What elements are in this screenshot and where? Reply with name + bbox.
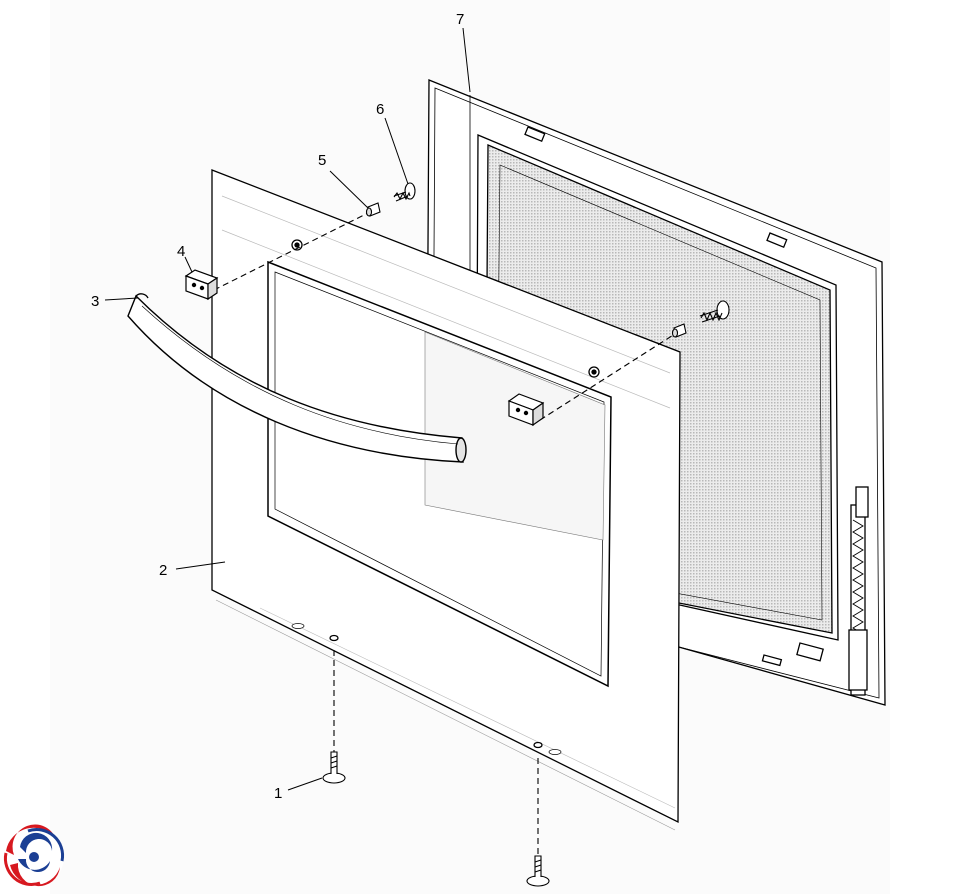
spacer bbox=[365, 202, 381, 217]
handle-bar bbox=[127, 293, 467, 463]
callout-2: 2 bbox=[159, 562, 167, 579]
handle-bracket bbox=[507, 393, 545, 427]
assembly-lines bbox=[213, 211, 679, 860]
callout-1: 1 bbox=[274, 785, 282, 802]
screw bbox=[322, 751, 346, 784]
callouts: 1 2 3 4 5 6 7 bbox=[91, 11, 464, 802]
spacer bbox=[671, 323, 687, 338]
handle-bracket bbox=[184, 269, 219, 301]
callout-3: 3 bbox=[91, 293, 99, 310]
screw bbox=[699, 300, 730, 323]
callout-7: 7 bbox=[456, 11, 464, 28]
callout-5: 5 bbox=[318, 152, 326, 169]
swirl-logo-icon bbox=[3, 824, 65, 887]
callout-6: 6 bbox=[376, 101, 384, 118]
callout-4: 4 bbox=[177, 243, 185, 260]
screw bbox=[526, 855, 550, 887]
outer-door-panel bbox=[211, 169, 681, 831]
screw bbox=[393, 182, 416, 202]
leader-lines bbox=[104, 27, 471, 791]
